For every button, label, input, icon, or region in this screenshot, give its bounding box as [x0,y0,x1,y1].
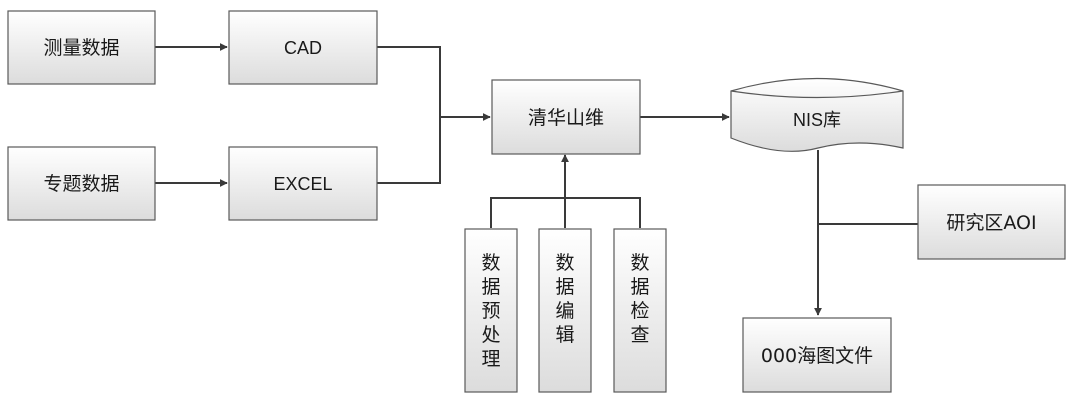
tsinghua-shanwei-box: 清华山维 [491,79,641,155]
chart-file-box: 000海图文件 [742,317,892,393]
thematic-data-label: 专题数据 [43,173,119,195]
cad-label: CAD [284,38,322,58]
nis-database-label: NIS库 [793,110,841,130]
data-preprocess-char: 理 [481,348,500,370]
data-edit-char: 辑 [555,324,574,346]
thematic-data-box: 专题数据 [7,146,156,221]
data-preprocess-box: 数 据 预 处 理 [464,228,518,393]
data-edit-char: 编 [555,300,574,322]
data-edit-char: 数 [555,252,574,274]
data-check-char: 查 [630,324,649,346]
data-preprocess-char: 据 [481,276,500,298]
data-check-char: 据 [630,276,649,298]
study-area-aoi-label: 研究区AOI [946,212,1036,234]
study-area-aoi-box: 研究区AOI [917,184,1066,260]
nis-database-cylinder: NIS库 [730,77,904,152]
survey-data-label: 测量数据 [43,37,119,59]
data-edit-char: 据 [555,276,574,298]
connectors [155,43,918,316]
cad-box: CAD [228,10,378,85]
chart-file-label: 000海图文件 [761,345,873,367]
data-check-box: 数 据 检 查 [613,228,667,393]
data-preprocess-char: 处 [481,324,500,346]
excel-box: EXCEL [228,146,378,221]
excel-label: EXCEL [273,174,332,194]
connector-cad-to-merge [377,46,441,184]
data-check-char: 数 [630,252,649,274]
data-check-char: 检 [630,300,649,322]
data-preprocess-char: 数 [481,252,500,274]
data-preprocess-char: 预 [481,300,500,322]
data-edit-box: 数 据 编 辑 [538,228,592,393]
tsinghua-shanwei-label: 清华山维 [528,107,604,129]
survey-data-box: 测量数据 [7,10,156,85]
